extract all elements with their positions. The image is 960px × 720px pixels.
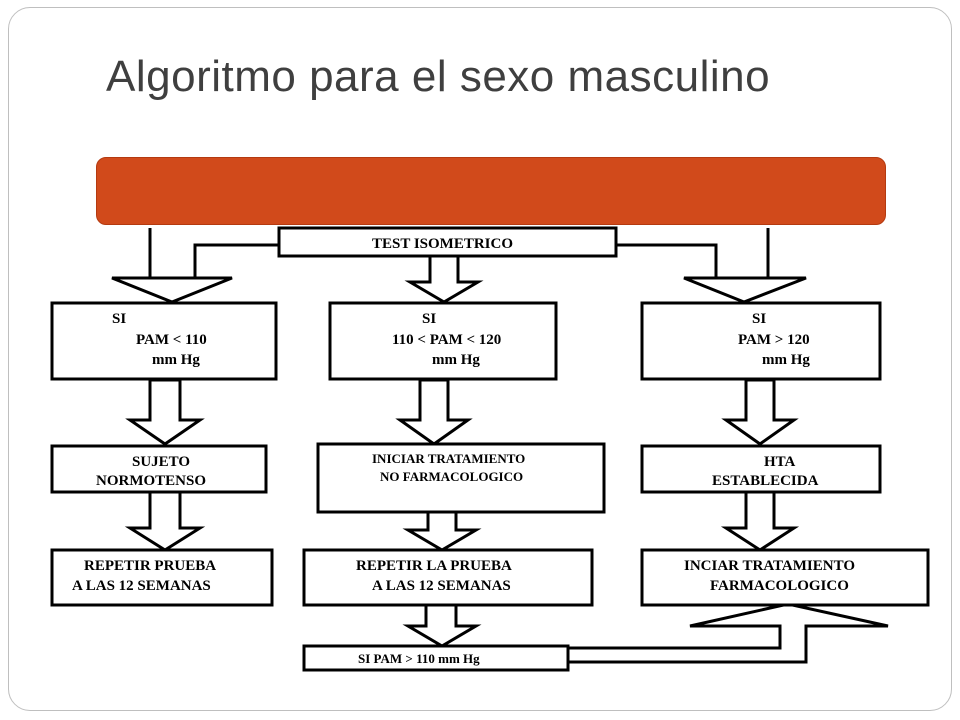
connector-test-right-inner [616, 243, 718, 280]
label-center-result-2: NO FARMACOLOGICO [380, 469, 523, 484]
slide-title: Algoritmo para el sexo masculino [106, 52, 771, 101]
label-right-result-1: HTA [764, 454, 796, 470]
label-test: TEST ISOMETRICO [372, 236, 513, 252]
label-right-condition-3: mm Hg [762, 352, 810, 368]
node-left-action [50, 548, 274, 607]
label-left-result-2: NORMOTENSO [96, 473, 206, 489]
label-right-result-2: ESTABLECIDA [712, 473, 819, 489]
node-right-condition [640, 301, 882, 381]
label-center-action-2: A LAS 12 SEMANAS [372, 578, 511, 594]
node-left-condition [50, 301, 278, 381]
arrow-test-to-center [404, 254, 484, 304]
node-right-result [640, 444, 882, 494]
connector-test-left-inner [193, 243, 278, 280]
arrow-left-result-to-action [124, 490, 206, 552]
label-center-condition-1: SI [422, 311, 436, 327]
arrow-right-result-to-action [720, 490, 800, 552]
label-right-condition-1: SI [752, 311, 766, 327]
node-test-isometrico [277, 226, 618, 258]
arrow-bottom-to-right-action [566, 602, 889, 664]
arrow-center-action-to-bottom [402, 602, 482, 648]
label-right-action-1: INCIAR TRATAMIENTO [684, 558, 855, 574]
label-left-condition-3: mm Hg [152, 352, 200, 368]
arrow-right-cond-to-result [721, 378, 799, 446]
arrow-left-cond-to-result [125, 378, 205, 446]
node-right-action [640, 548, 930, 607]
label-left-action-2: A LAS 12 SEMANAS [72, 578, 211, 594]
node-center-condition [328, 301, 558, 381]
label-left-action-1: REPETIR PRUEBA [84, 558, 216, 574]
label-left-condition-1: SI [112, 311, 126, 327]
arrow-center-cond-to-result [395, 378, 473, 446]
label-center-condition-3: mm Hg [432, 352, 480, 368]
arrow-center-result-to-action [402, 510, 482, 552]
label-left-result-1: SUJETO [132, 454, 190, 470]
label-center-result-1: INICIAR TRATAMIENTO [372, 451, 525, 466]
label-right-action-2: FARMACOLOGICO [710, 578, 849, 594]
arrow-test-to-right [683, 276, 807, 304]
label-center-condition-2: 110 < PAM < 120 [392, 332, 501, 348]
label-bottom-condition: SI PAM > 110 mm Hg [358, 651, 480, 666]
label-right-condition-2: PAM > 120 [738, 332, 810, 348]
node-bottom-condition [302, 644, 570, 672]
node-center-result [316, 442, 606, 514]
label-center-action-1: REPETIR LA PRUEBA [356, 558, 512, 574]
label-left-condition-2: PAM < 110 [136, 332, 207, 348]
node-left-result [50, 444, 268, 494]
header-banner [96, 157, 886, 225]
node-center-action [302, 548, 594, 607]
arrow-test-to-left [111, 276, 233, 304]
